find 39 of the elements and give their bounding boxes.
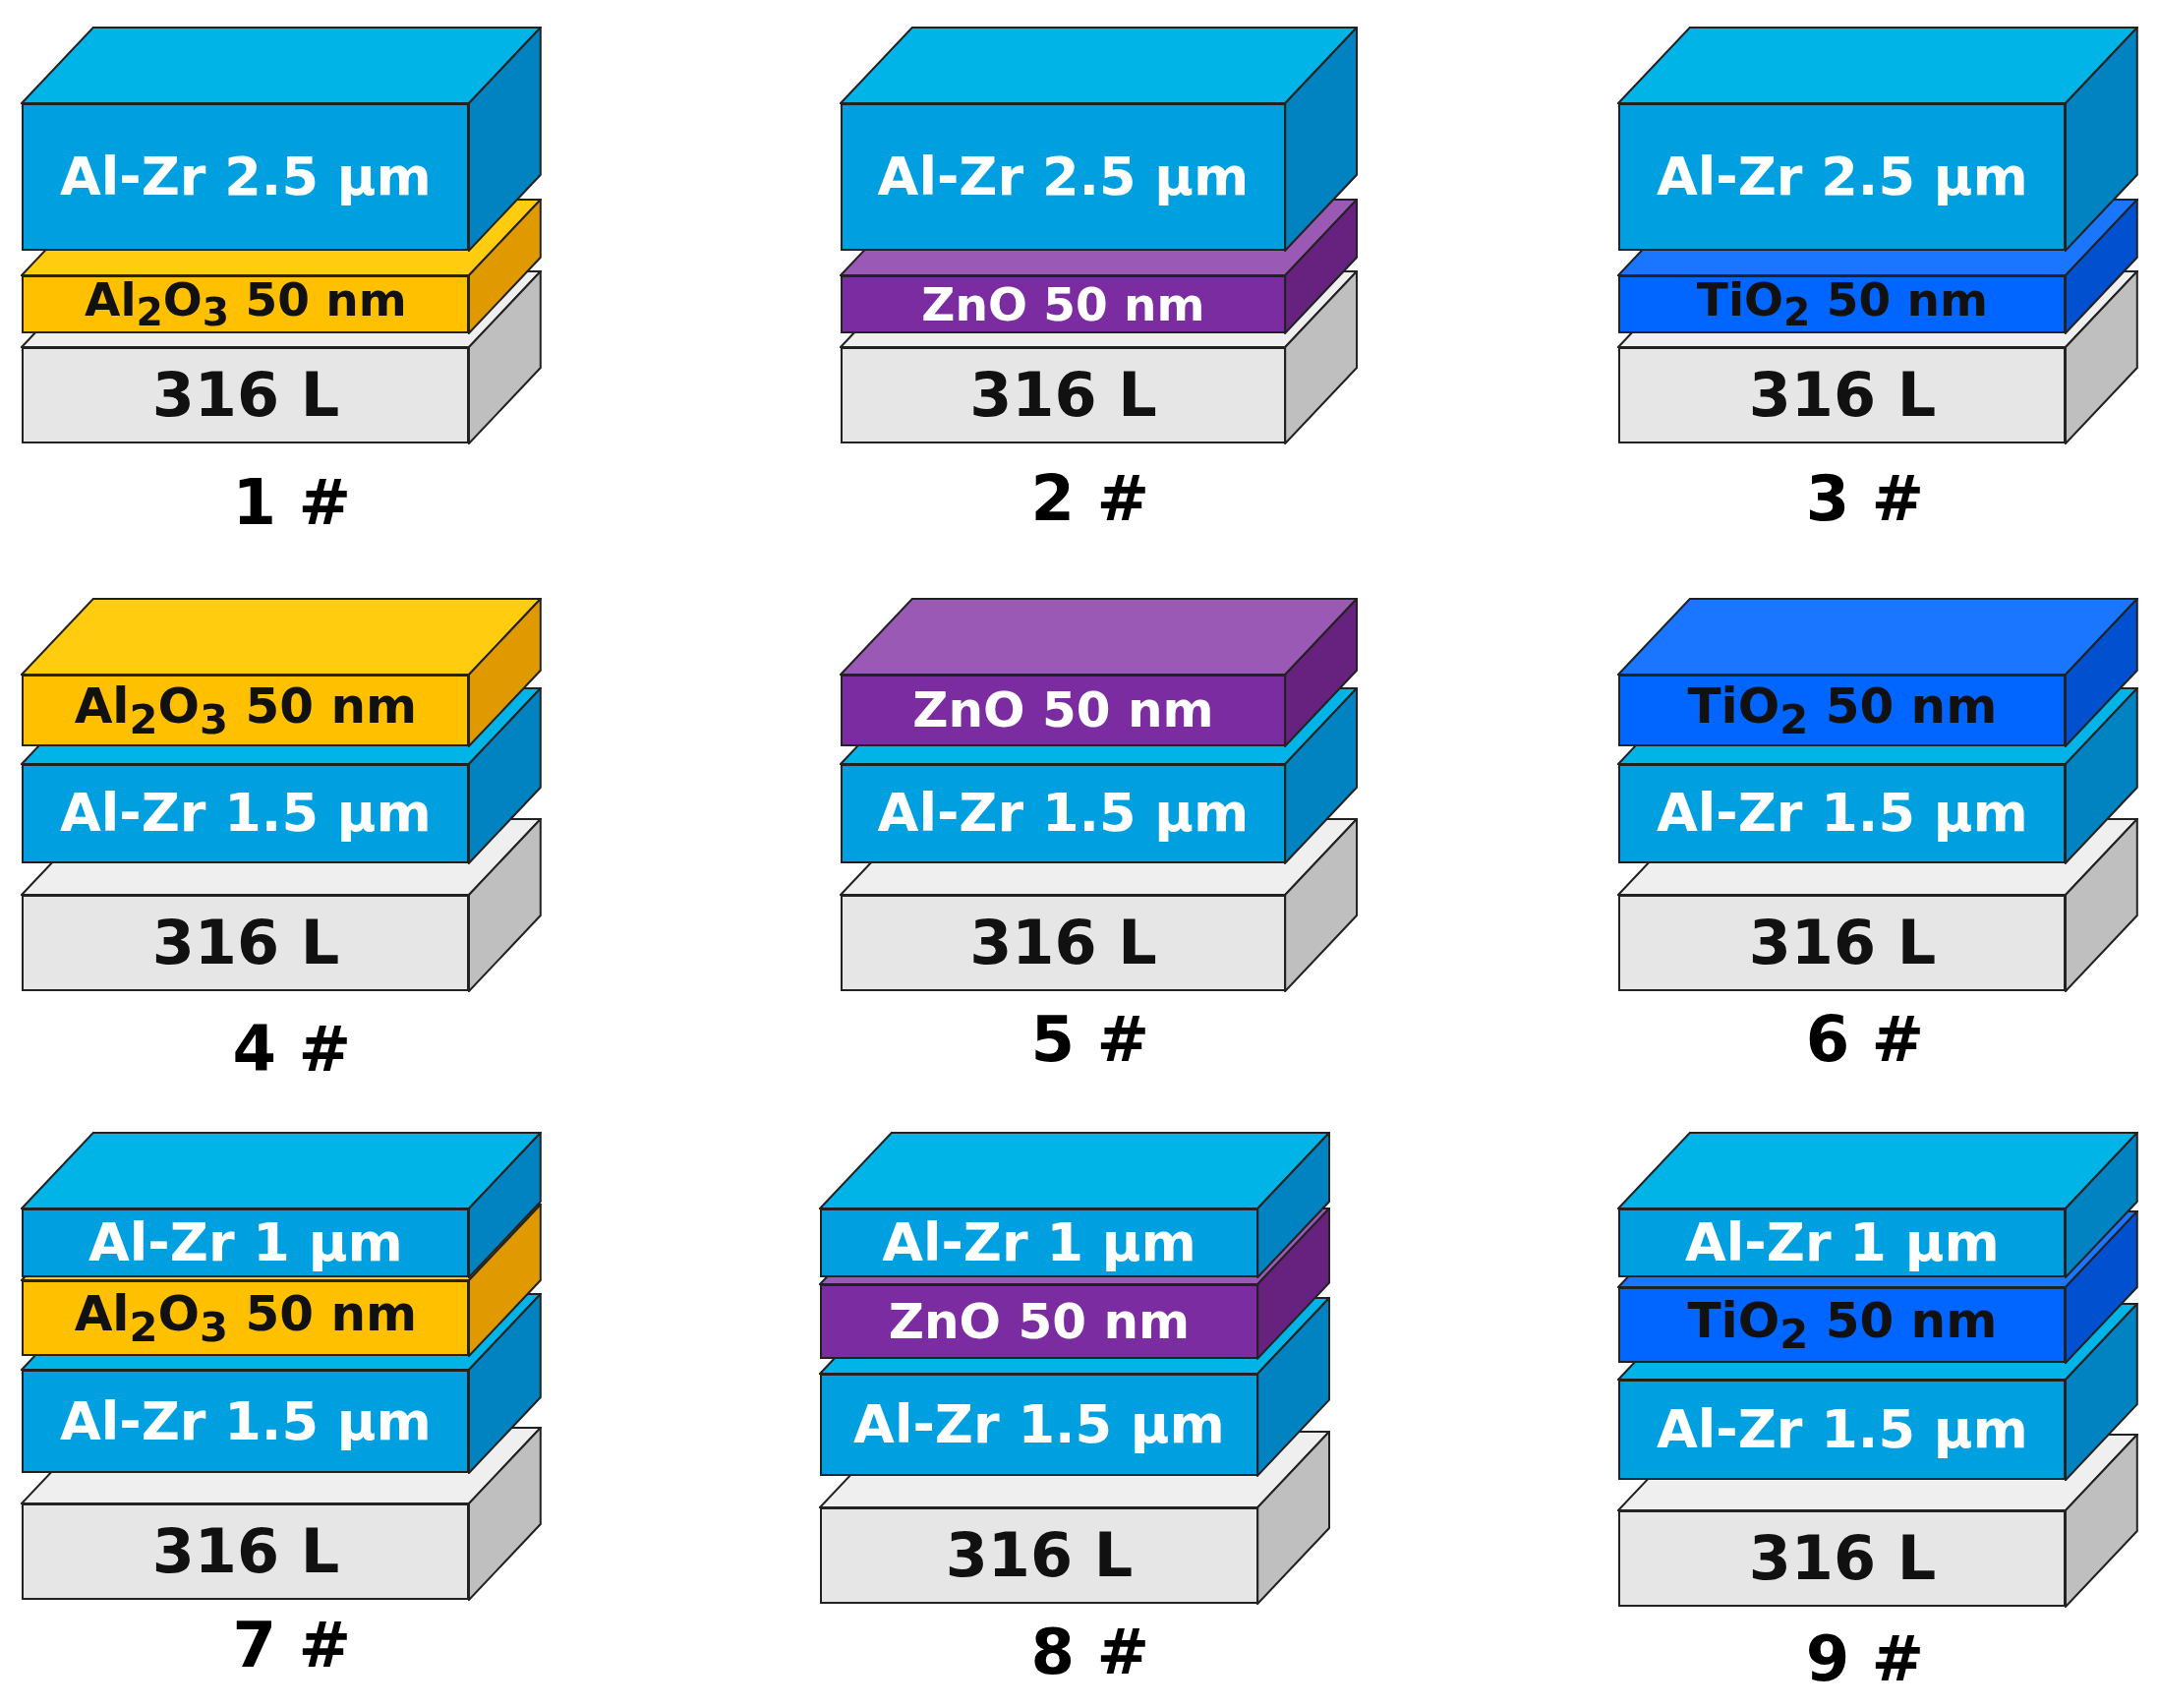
layer-block: Al-Zr 1 μm xyxy=(22,1208,470,1278)
layer-block: Al-Zr 1 μm xyxy=(1618,1208,2067,1278)
layer-block: 316 L xyxy=(841,895,1286,991)
layer-block: ZnO 50 nm xyxy=(841,275,1286,333)
layer-block: 316 L xyxy=(1618,346,2067,443)
sample-number: 2 # xyxy=(1030,461,1149,535)
layer-block: TiO$_{2}$ 50 nm xyxy=(1618,275,2067,333)
layer-block: Al-Zr 1.5 μm xyxy=(22,1370,470,1473)
sample-number: 4 # xyxy=(232,1012,351,1086)
layer-block: Al-Zr 2.5 μm xyxy=(1618,103,2067,251)
layer-block: ZnO 50 nm xyxy=(841,675,1286,746)
sample-number: 7 # xyxy=(232,1609,351,1681)
layer-block: 316 L xyxy=(22,1502,470,1600)
layer-block: Al$_{2}$O$_{3}$ 50 nm xyxy=(22,675,470,746)
layer-block: Al-Zr 1.5 μm xyxy=(820,1374,1258,1476)
layer-block: Al-Zr 1.5 μm xyxy=(22,764,470,863)
layer-block: TiO$_{2}$ 50 nm xyxy=(1618,1287,2067,1363)
layer-block: 316 L xyxy=(22,895,470,991)
layer-block: Al-Zr 1.5 μm xyxy=(1618,1379,2067,1480)
layer-block: Al-Zr 2.5 μm xyxy=(22,103,470,251)
sample-number: 3 # xyxy=(1805,461,1925,535)
layer-block: Al$_{2}$O$_{3}$ 50 nm xyxy=(22,1280,470,1356)
sample-number: 1 # xyxy=(232,466,351,539)
layer-block: 316 L xyxy=(1618,1509,2067,1607)
layer-block: Al-Zr 1 μm xyxy=(820,1208,1258,1278)
layer-block: Al-Zr 2.5 μm xyxy=(841,103,1286,251)
layer-block: Al-Zr 1.5 μm xyxy=(1618,764,2067,863)
sample-number: 8 # xyxy=(1030,1616,1149,1688)
layer-block: TiO$_{2}$ 50 nm xyxy=(1618,675,2067,746)
sample-number: 9 # xyxy=(1805,1622,1925,1695)
layer-block: 316 L xyxy=(1618,895,2067,991)
layer-block: Al-Zr 1.5 μm xyxy=(841,764,1286,863)
layer-block: 316 L xyxy=(841,346,1286,443)
layer-block: Al$_{2}$O$_{3}$ 50 nm xyxy=(22,275,470,333)
layer-block: 316 L xyxy=(820,1507,1258,1604)
sample-number: 5 # xyxy=(1030,1003,1149,1076)
layer-block: ZnO 50 nm xyxy=(820,1284,1258,1359)
sample-number: 6 # xyxy=(1805,1003,1925,1076)
layer-block: 316 L xyxy=(22,346,470,443)
